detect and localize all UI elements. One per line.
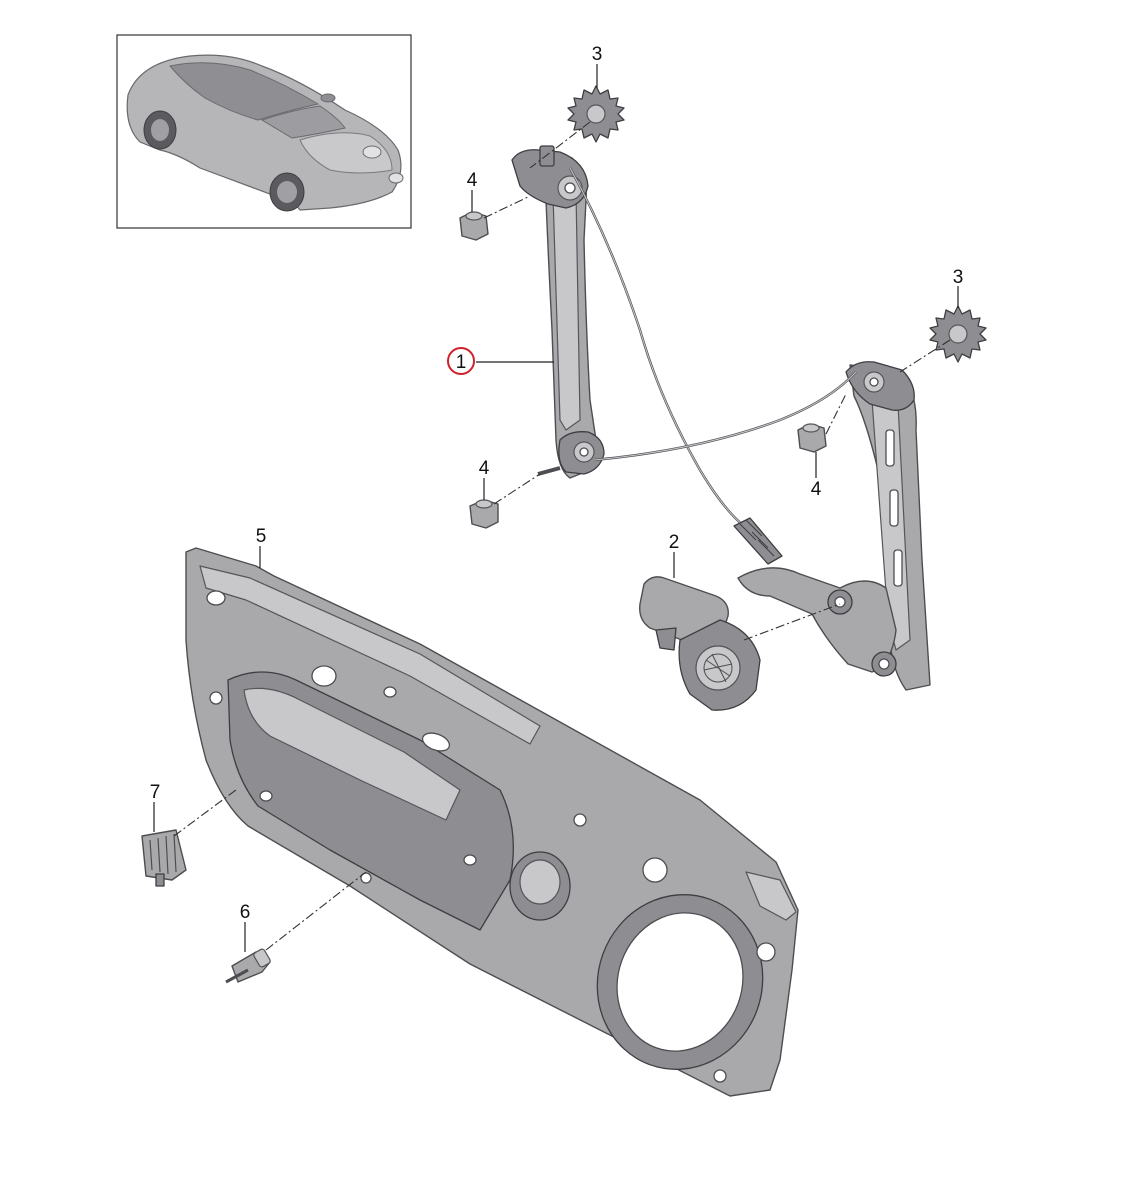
assembly-lines: [173, 121, 951, 951]
callout-7[interactable]: 7: [150, 782, 161, 803]
nut-right: [797, 423, 827, 453]
window-regulator-assembly: [511, 145, 931, 691]
highlight-ring: [447, 347, 475, 375]
vehicle-thumbnail: [116, 34, 412, 229]
callout-2[interactable]: 2: [669, 532, 680, 553]
car-thumbnail-icon: [126, 54, 404, 212]
callout-3-lower[interactable]: 3: [953, 267, 964, 288]
window-motor: [639, 576, 761, 711]
callout-4-lower-left[interactable]: 4: [479, 458, 490, 479]
nut-lower-left: [469, 499, 499, 529]
callout-1[interactable]: 1: [456, 352, 467, 373]
gear-drive-lower: [929, 305, 987, 363]
callout-5[interactable]: 5: [256, 526, 267, 547]
clip-fastener: [225, 948, 271, 984]
door-inner-panel: [185, 547, 799, 1097]
callouts: 1 2 3 3 4 4 4 5 6 7: [150, 44, 964, 923]
cable-holder-clip: [141, 829, 187, 887]
callout-4-upper[interactable]: 4: [467, 170, 478, 191]
leader-lines: [153, 64, 959, 952]
callout-6[interactable]: 6: [240, 902, 251, 923]
gear-drive-upper: [567, 85, 625, 143]
nut-upper-left: [459, 211, 489, 241]
callout-3-upper[interactable]: 3: [592, 44, 603, 65]
callout-4-right[interactable]: 4: [811, 479, 822, 500]
